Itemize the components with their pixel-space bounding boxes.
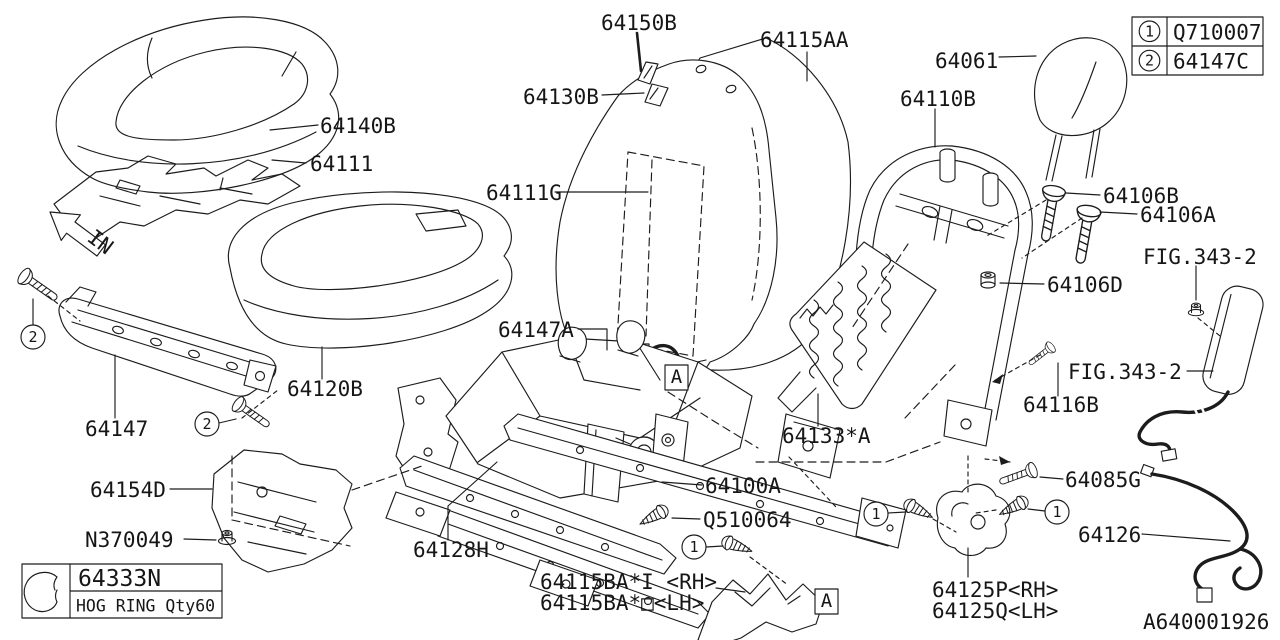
ref-row-2-part: 64147C [1173, 50, 1249, 74]
harness-64126-art [1140, 463, 1263, 603]
cover-64115ba-art [697, 573, 824, 640]
hog-ring-part-no: 64333N [78, 566, 161, 592]
nut-fig343-art [1187, 302, 1205, 317]
callout-badge-2-mid: 2 [194, 411, 220, 437]
hinge-bracket-64125-art [936, 483, 1011, 557]
seat-cushion-art [227, 191, 513, 349]
bolt-64116b-art [1025, 340, 1058, 370]
seat-back-clip-64150b [637, 61, 659, 85]
bolt-64147c-lower-art [229, 394, 275, 433]
callout-64128h: 64128H [413, 538, 489, 562]
side-cover-64147-art [58, 286, 277, 397]
callout-64120b: 64120B [287, 377, 363, 401]
detail-marker-a-2: A [814, 588, 839, 615]
callout-64125p: 64125P<RH> [932, 578, 1058, 602]
seat-cushion-cover-art [55, 16, 340, 194]
callout-64115ba-rh: 64115BA*I <RH> [540, 570, 717, 594]
badge-2-label: 2 [28, 328, 37, 346]
callout-fig343-2-top: FIG.343-2 [1143, 245, 1257, 269]
callout-labels: 64150B 64115AA 64130B 64061 64110B 64140… [85, 11, 1257, 623]
callout-badge-1-left: 1 [681, 534, 707, 560]
headrest-art [1033, 37, 1128, 182]
callout-64116b: 64116B [1023, 393, 1099, 417]
screw-q710007-mid-art [900, 495, 937, 525]
badge-1-label: 1 [689, 538, 698, 556]
in-arrow-icon [49, 211, 106, 257]
bolt-64106b-art [1033, 183, 1067, 244]
callout-64140b: 64140B [320, 114, 396, 138]
callout-64106b: 64106B [1103, 184, 1179, 208]
callout-64150b: 64150B [601, 11, 677, 35]
callout-64147: 64147 [85, 417, 148, 441]
callout-fig343-2-side: FIG.343-2 [1068, 360, 1182, 384]
badge-1-label: 1 [871, 505, 880, 523]
seat-back-frame-art [854, 145, 1033, 447]
detail-marker-a-label: A [821, 590, 833, 612]
detail-marker-a-label: A [671, 366, 683, 388]
callout-64115aa: 64115AA [760, 28, 849, 52]
screw-q510064-art [635, 501, 672, 531]
screw-q710007-left-art [719, 533, 755, 559]
callout-64125q: 64125Q<LH> [932, 599, 1058, 623]
callout-badge-2-left: 2 [20, 324, 46, 350]
callout-64147a: 64147A [498, 318, 574, 342]
badge-1-label: 1 [1052, 503, 1061, 521]
seat-back-clip-64130b [644, 83, 669, 107]
callout-64106a: 64106A [1140, 203, 1216, 227]
callout-64061: 64061 [935, 49, 998, 73]
callout-64133a: 64133*A [782, 424, 871, 448]
seat-cushion-pad-art [53, 155, 301, 239]
callout-64085g: 64085G [1065, 468, 1141, 492]
callout-64110b: 64110B [900, 87, 976, 111]
bolt-64147c-upper-art [15, 265, 63, 307]
grommet-64106d-art [980, 271, 996, 289]
spring-mat-64133-art [777, 241, 937, 413]
in-arrow-label: IN [83, 225, 118, 259]
side-airbag-art [1137, 285, 1264, 462]
detail-marker-a-1: A [664, 364, 689, 391]
bolt-64085g-art [996, 460, 1040, 491]
hog-ring-icon [23, 571, 58, 613]
callout-64111: 64111 [310, 152, 373, 176]
hog-ring-description: HOG RING Qty60 [76, 597, 215, 616]
seat-back-cover-art [555, 59, 778, 389]
ref-row-1-num: 1 [1145, 22, 1154, 40]
in-direction-arrow: IN [49, 211, 118, 259]
callout-64100a: 64100A [705, 474, 781, 498]
callout-n370049: N370049 [85, 528, 174, 552]
badge-2-label: 2 [202, 415, 211, 433]
callout-badge-1-mid: 1 [863, 501, 889, 527]
callout-64126: 64126 [1078, 523, 1141, 547]
callout-badge-1-right: 1 [1044, 499, 1070, 525]
callout-64115ba-lh: 64115BA*□<LH> [540, 591, 704, 615]
callout-64106d: 64106D [1047, 273, 1123, 297]
diagram-code: A640001926 [1143, 610, 1269, 634]
callout-64111g: 64111G [486, 181, 562, 205]
ref-table: 1 Q710007 2 64147C [1131, 16, 1264, 76]
bolt-64106a-art [1067, 202, 1103, 266]
callout-64130b: 64130B [523, 85, 599, 109]
seat-rail-assembly-art [385, 320, 907, 629]
callout-64154d: 64154D [90, 478, 166, 502]
construction-lines [47, 199, 1221, 586]
hog-ring-legend: 64333N HOG RING Qty60 [21, 563, 223, 619]
leader-lines [32, 31, 1231, 593]
ref-row-1-part: Q710007 [1173, 21, 1262, 45]
bracket-64154d-art [211, 449, 353, 573]
ref-row-2-num: 2 [1145, 52, 1154, 70]
callout-q510064: Q510064 [703, 508, 792, 532]
